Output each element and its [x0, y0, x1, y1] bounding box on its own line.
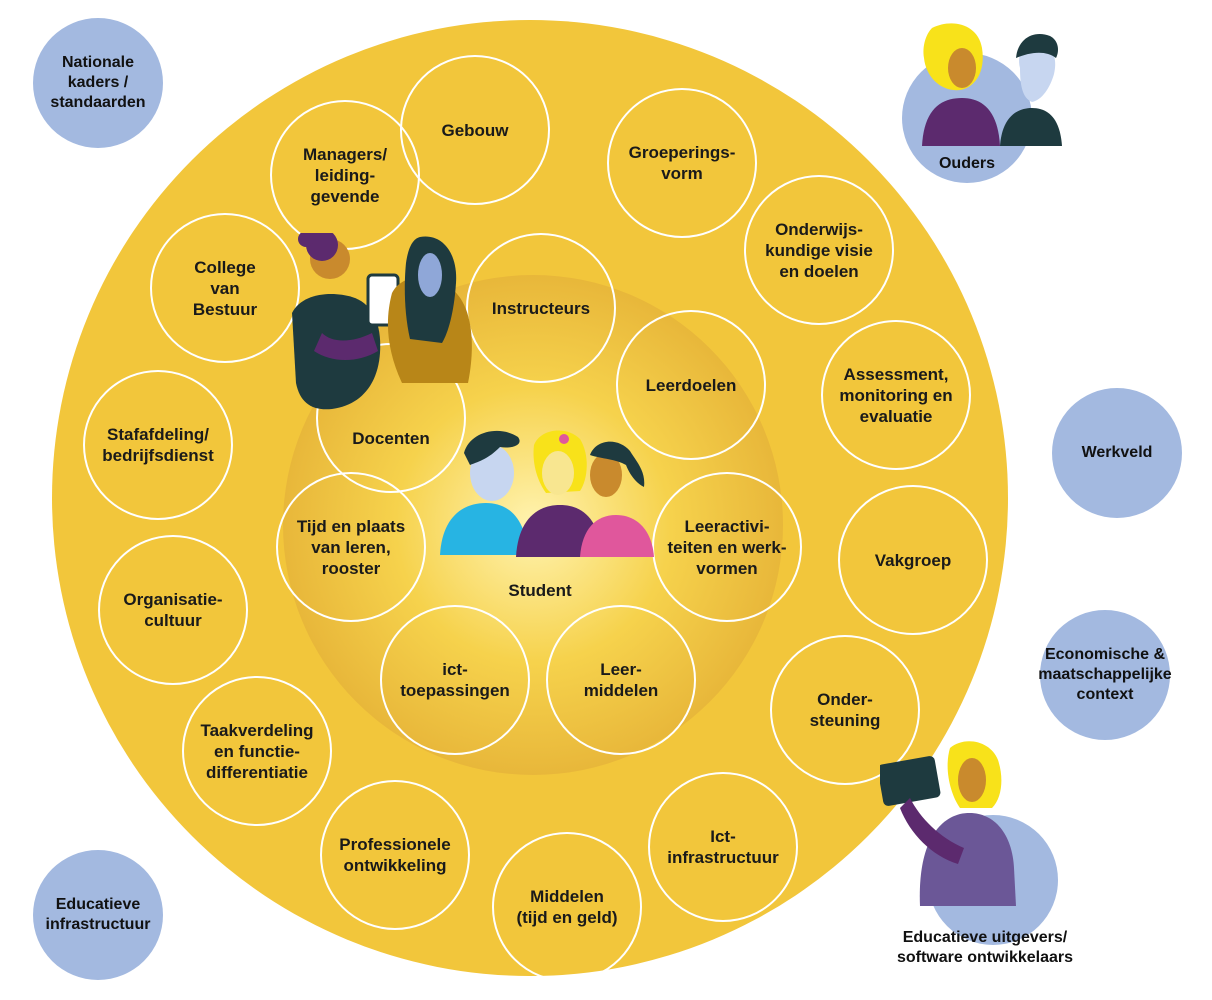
node-middelen: Middelen (tijd en geld) — [492, 832, 642, 982]
node-college-van-bestuur: College van Bestuur — [150, 213, 300, 363]
node-leermiddelen: Leer- middelen — [546, 605, 696, 755]
node-instructeurs: Instructeurs — [466, 233, 616, 383]
node-gebouw: Gebouw — [400, 55, 550, 205]
educatieve-uitgevers-label: Educatieve uitgevers/ software ontwikkel… — [896, 929, 1074, 966]
teachers-illustration — [292, 233, 472, 410]
node-stafafdeling: Stafafdeling/ bedrijfsdienst — [83, 370, 233, 520]
publisher-illustration — [880, 741, 1016, 906]
node-assessment: Assessment, monitoring en evaluatie — [821, 320, 971, 470]
students-illustration — [440, 430, 654, 557]
node-leerdoelen: Leerdoelen — [616, 310, 766, 460]
node-ondersteuning: Onder- steuning — [770, 635, 920, 785]
node-leeractiviteiten: Leeractivi- teiten en werk- vormen — [652, 472, 802, 622]
node-groeperingsvorm: Groeperings- vorm — [607, 88, 757, 238]
node-taakverdeling: Taakverdeling en functie- differentiatie — [182, 676, 332, 826]
node-organisatiecultuur: Organisatie- cultuur — [98, 535, 248, 685]
node-ict-infrastructuur: Ict- infrastructuur — [648, 772, 798, 922]
node-economische-context: Economische & maatschappelijke context — [1038, 610, 1172, 740]
node-professionele-ontwikkeling: Professionele ontwikkeling — [320, 780, 470, 930]
center-student-label: Student — [508, 581, 572, 600]
node-tijd-en-plaats: Tijd en plaats van leren, rooster — [276, 472, 426, 622]
node-managers: Managers/ leiding- gevende — [270, 100, 420, 250]
node-vakgroep: Vakgroep — [838, 485, 988, 635]
parents-illustration — [922, 23, 1062, 146]
node-ict-toepassingen: ict- toepassingen — [380, 605, 530, 755]
node-onderwijskundige-visie: Onderwijs- kundige visie en doelen — [744, 175, 894, 325]
node-nationale-kaders: Nationale kaders / standaarden — [33, 18, 163, 148]
node-werkveld: Werkveld — [1052, 388, 1182, 518]
node-educatieve-infrastructuur: Educatieve infrastructuur — [33, 850, 163, 980]
